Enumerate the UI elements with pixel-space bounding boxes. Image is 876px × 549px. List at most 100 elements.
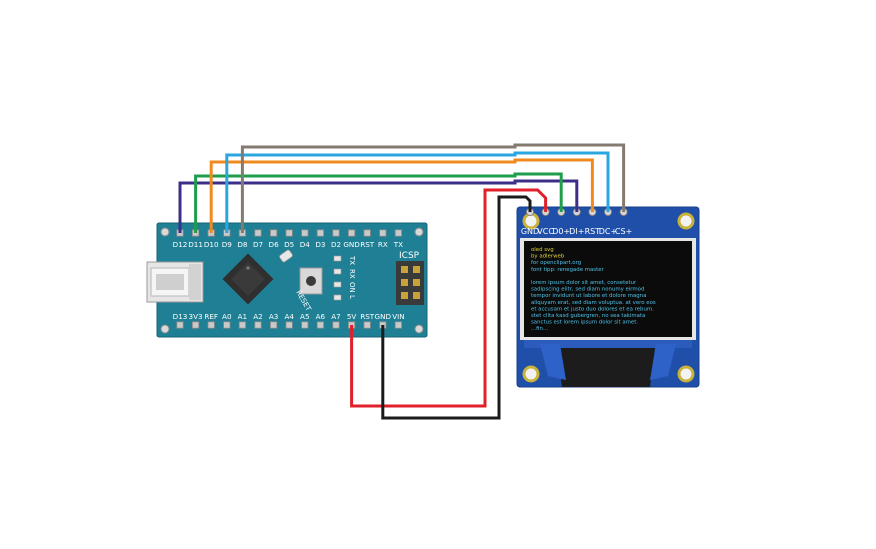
led-tx — [333, 255, 342, 262]
icsp-pin — [401, 292, 408, 299]
wire-d10-to-rst — [209, 158, 594, 233]
icsp-pin — [401, 266, 408, 273]
nano-pin-label-a5-bottom: A5 — [300, 312, 310, 321]
oled-pin-label-rst: RST — [585, 227, 601, 236]
nano-pin-vin-bottom — [394, 321, 403, 329]
flex-cable — [524, 340, 692, 387]
wire-d12-to-di — [178, 179, 579, 233]
nano-pin-d6-top — [269, 229, 278, 237]
nano-pin-rst-bottom — [363, 321, 371, 329]
oled-screen-line: for openclipart.org — [531, 260, 581, 266]
oled-screen-line: et accusam et justo duo dolores et ea re… — [531, 306, 654, 312]
icsp-pin — [413, 292, 420, 299]
nano-pin-a3-bottom — [269, 321, 278, 329]
nano-pin-label-d2-top: D2 — [331, 240, 341, 249]
led-l — [333, 294, 342, 301]
nano-pin-label-d5-top: D5 — [284, 240, 294, 249]
usb-connector — [146, 261, 204, 303]
led-label-l: L — [348, 295, 356, 299]
nano-pin-label-d6-top: D6 — [269, 240, 280, 249]
nano-pin-label-a0-bottom: A0 — [222, 312, 232, 321]
nano-pin-a0-bottom — [223, 321, 231, 329]
nano-pin-label-d7-top: D7 — [253, 240, 263, 249]
oled-pin-label-di: DI+ — [569, 227, 584, 236]
wire-gnd-to-gnd — [381, 195, 532, 420]
nano-pin-d7-top — [254, 229, 262, 237]
nano-pin-label-ref-bottom: REF — [204, 312, 218, 321]
nano-pin-label-d8-top: D8 — [237, 240, 248, 249]
icsp-pin — [401, 279, 408, 286]
wire-d11-to-d0 — [194, 172, 563, 233]
led-label-rx: RX — [348, 269, 356, 279]
nano-pin-label-a7-bottom: A7 — [331, 312, 341, 321]
nano-pin-a6-bottom — [316, 321, 325, 329]
nano-pin-a4-bottom — [285, 321, 293, 329]
icsp-label: ICSP — [399, 251, 420, 261]
wire-d9-to-dc — [225, 151, 610, 233]
nano-pin-label-vin-bottom: VIN — [392, 312, 404, 321]
nano-pin-d5-top — [285, 229, 293, 237]
led-rx — [333, 268, 342, 275]
icsp-header — [396, 261, 424, 305]
oled-screen-line: sadipscing elitr, sed diam nonumy eirmod — [531, 287, 644, 293]
status-leds: TX RX ON L — [333, 255, 356, 301]
nano-pin-a5-bottom — [301, 321, 309, 329]
nano-pin-d3-top — [316, 229, 325, 237]
icsp-pin — [413, 279, 420, 286]
oled-screen-line: ...fin... — [531, 326, 548, 332]
nano-pin-label-d4-top: D4 — [300, 240, 311, 249]
oled-screen-line: oled svg — [531, 247, 554, 253]
led-label-on: ON — [348, 282, 356, 293]
oled-screen-line: by adlerweb — [531, 254, 565, 260]
nano-pin-3v3-bottom — [191, 321, 200, 329]
nano-pin-label-5v-bottom: 5V — [347, 312, 357, 321]
nano-pin-d2-top — [332, 229, 340, 237]
nano-pin-label-a4-bottom: A4 — [284, 312, 294, 321]
nano-pin-label-tx-top: TX — [393, 240, 403, 249]
nano-pin-label-3v3-bottom: 3V3 — [189, 312, 203, 321]
led-label-tx: TX — [348, 255, 356, 265]
oled-pin-label-d0: D0+ — [552, 227, 570, 236]
oled-screen-line: tempor invidunt ut labore et dolore magn… — [531, 293, 646, 299]
led-on — [333, 281, 342, 288]
nano-pin-label-a2-bottom: A2 — [253, 312, 263, 321]
nano-pin-label-a1-bottom: A1 — [238, 312, 248, 321]
nano-pin-ref-bottom — [207, 321, 215, 329]
icsp-pin — [413, 266, 420, 273]
nano-pin-label-rx-top: RX — [378, 240, 388, 249]
oled-screen-line: font tipp: renegade master — [531, 267, 605, 273]
nano-pin-a7-bottom — [332, 321, 340, 329]
oled-pin-label-vcc: VCC — [537, 227, 554, 236]
wires — [178, 143, 626, 420]
nano-pin-gnd-top — [347, 229, 356, 237]
oled-pin-label-cs: CS+ — [615, 227, 632, 236]
nano-pin-label-gnd-top: GND — [343, 240, 360, 249]
oled-screen-line: stet clita kasd gubergren, no sea takima… — [531, 313, 645, 319]
nano-pin-label-gnd-bottom: GND — [375, 312, 392, 321]
oled-pin-label-dc: DC+ — [599, 227, 617, 236]
nano-pin-label-d12-top: D12 — [173, 240, 188, 249]
oled-pin-label-gnd: GND — [521, 227, 539, 236]
nano-pin-d4-top — [301, 229, 309, 237]
oled-screen-line: lorem ipsum dolor sit amet, consetetur — [531, 280, 637, 286]
nano-pin-label-d10-top: D10 — [204, 240, 219, 249]
nano-pin-label-d3-top: D3 — [315, 240, 325, 249]
nano-pin-label-d9-top: D9 — [222, 240, 233, 249]
nano-pin-d13-bottom — [176, 321, 184, 329]
nano-pin-rx-top — [379, 229, 387, 237]
reset-button[interactable] — [299, 267, 323, 295]
wire-d8-to-cs — [240, 143, 626, 233]
nano-pin-tx-top — [394, 229, 403, 237]
nano-pin-label-rst-top: RST — [360, 240, 375, 249]
oled-screen-line: sanctus est lorem ipsum dolor sit amet. — [531, 320, 638, 326]
wire-5v-to-vcc — [350, 188, 548, 408]
oled-screen-line: aliquyam erat, sed diam voluptua. at ver… — [531, 300, 656, 306]
nano-pin-label-a6-bottom: A6 — [316, 312, 326, 321]
nano-pin-label-d11-top: D11 — [188, 240, 203, 249]
nano-pin-label-rst-bottom: RST — [360, 312, 375, 321]
nano-pin-label-d13-bottom: D13 — [173, 312, 188, 321]
